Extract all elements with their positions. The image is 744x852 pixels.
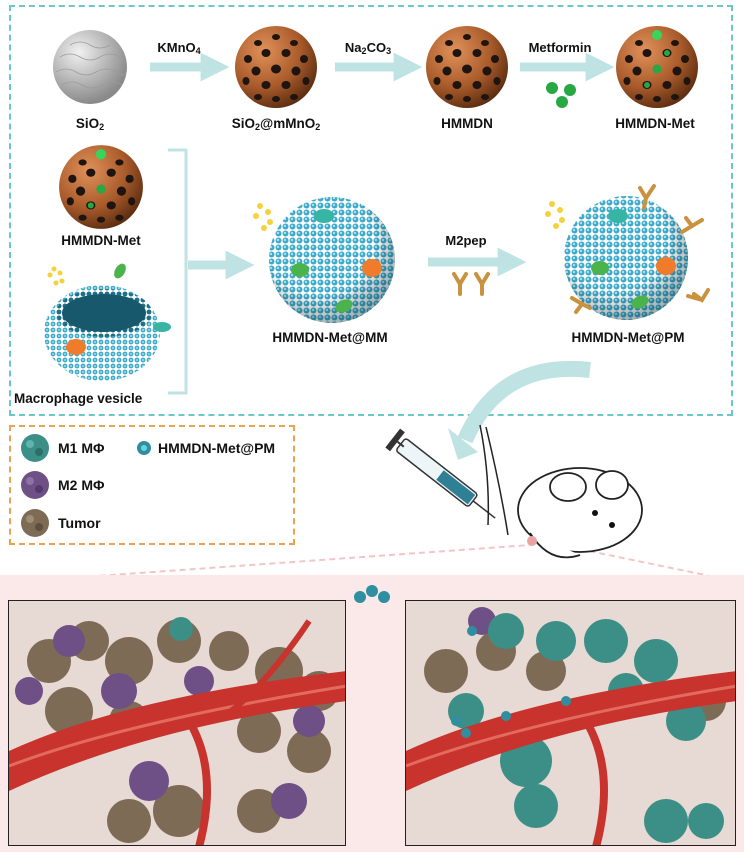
- legend-m2: M2 MΦ: [58, 477, 105, 493]
- legend-particle: HMMDN-Met@PM: [158, 440, 276, 456]
- metformin-dots: [546, 82, 576, 108]
- injected-particles: [354, 585, 390, 603]
- hmmdn-met-pm-particle: [545, 184, 710, 320]
- tumor-cell-icon: [21, 509, 49, 537]
- m2-macrophage-icon: [21, 471, 49, 499]
- reagent-kmno4: KMnO4: [157, 40, 201, 56]
- reagent-m2pep: M2pep: [445, 233, 487, 248]
- synthesis-frame: [9, 5, 733, 416]
- label-hmmdn-met-2: HMMDN-Met: [61, 233, 141, 248]
- label-sio2-mmno2: SiO2@mMnO2: [231, 116, 321, 132]
- hmmdn-met-mm-particle: [253, 197, 395, 323]
- hmmdn-met-sphere: [616, 26, 698, 108]
- reagent-na2co3: Na2CO3: [344, 40, 392, 56]
- label-hmmdn-met-mm: HMMDN-Met@MM: [272, 330, 388, 345]
- syringe-icon: [385, 428, 496, 519]
- m2pep-peptides: [452, 272, 490, 296]
- macrophage-vesicle: [44, 263, 171, 381]
- label-macrophage-vesicle: Macrophage vesicle: [14, 391, 143, 406]
- label-hmmdn-met: HMMDN-Met: [615, 116, 695, 131]
- sio2-mmno2-sphere: [235, 26, 317, 108]
- panel-after-treatment: [405, 600, 736, 846]
- mouse-icon: [517, 467, 643, 559]
- legend-tumor: Tumor: [58, 515, 101, 531]
- label-hmmdn-met-pm: HMMDN-Met@PM: [571, 330, 685, 345]
- label-sio2: SiO2: [75, 116, 105, 132]
- particle-legend-icon: [137, 441, 151, 455]
- m1-macrophage-icon: [21, 434, 49, 462]
- bracket: [168, 148, 188, 395]
- panel-before-treatment: [8, 600, 346, 846]
- label-hmmdn: HMMDN: [441, 116, 493, 131]
- arrow-curve-inject: [457, 360, 591, 444]
- hmmdn-sphere: [426, 26, 508, 108]
- sio2-sphere: [53, 30, 127, 104]
- syringe-and-mouse: [385, 424, 643, 559]
- legend-box: [9, 425, 295, 545]
- reagent-metformin: Metformin: [528, 40, 592, 55]
- legend-m1: M1 MΦ: [58, 440, 105, 456]
- hmmdn-met-sphere-2: [59, 145, 143, 229]
